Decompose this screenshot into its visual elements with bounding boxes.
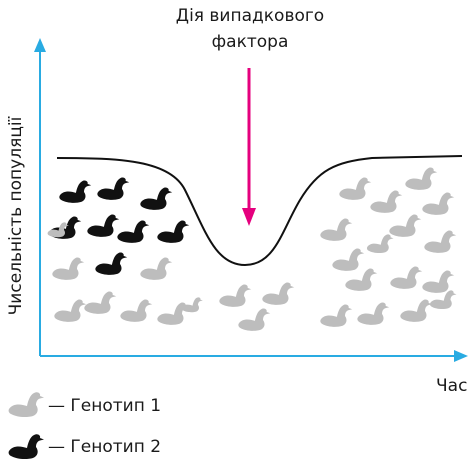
duck-icon (332, 248, 365, 271)
duck-icon (59, 180, 92, 203)
population-curve (56, 155, 463, 267)
duck-icon (405, 167, 438, 190)
duck-icon (422, 192, 455, 215)
duck-icon (370, 190, 403, 213)
axes (34, 38, 468, 362)
duck-icon (424, 230, 457, 253)
factor-label-line2: фактора (211, 32, 289, 52)
duck-icon (140, 187, 173, 210)
duck-icon (84, 291, 117, 314)
factor-label-line1: Дія випадкового (175, 6, 325, 26)
duck-icon (219, 284, 252, 307)
x-axis-label: Час (436, 376, 468, 396)
duck-icon (52, 257, 85, 280)
duck-icon (366, 234, 394, 254)
axis-arrow-icon (34, 38, 46, 52)
duck-icon (54, 299, 87, 322)
legend-genotype-2: — Генотип 2 (48, 437, 162, 457)
duck-group-after (320, 167, 457, 327)
duck-icon (389, 214, 422, 237)
duck-group-before (47, 177, 203, 325)
duck-icon (390, 266, 423, 289)
duck-icon (87, 214, 120, 237)
duck-icon (357, 302, 390, 325)
duck-icon (117, 220, 150, 243)
y-axis-label: Чисельність популяції (6, 116, 26, 316)
duck-icon (429, 290, 457, 310)
axis-arrow-icon (454, 350, 468, 362)
duck-icon (262, 282, 295, 305)
duck-icon (120, 299, 153, 322)
duck-icon (95, 252, 128, 275)
duck-icon (97, 177, 130, 200)
duck-icon (157, 220, 190, 243)
duck-icon (320, 218, 353, 241)
duck-icon (345, 268, 378, 291)
duck-icon (238, 308, 271, 331)
duck-icon (320, 304, 353, 327)
legend-genotype-1: — Генотип 1 (48, 396, 162, 416)
duck-icon (140, 257, 173, 280)
duck-icon (400, 299, 433, 322)
duck-icon (422, 270, 455, 293)
duck-group-bottleneck (219, 282, 295, 331)
duck-icon (8, 434, 44, 460)
duck-icon (339, 177, 372, 200)
down-arrow-icon (242, 68, 256, 226)
duck-icon (8, 392, 44, 418)
